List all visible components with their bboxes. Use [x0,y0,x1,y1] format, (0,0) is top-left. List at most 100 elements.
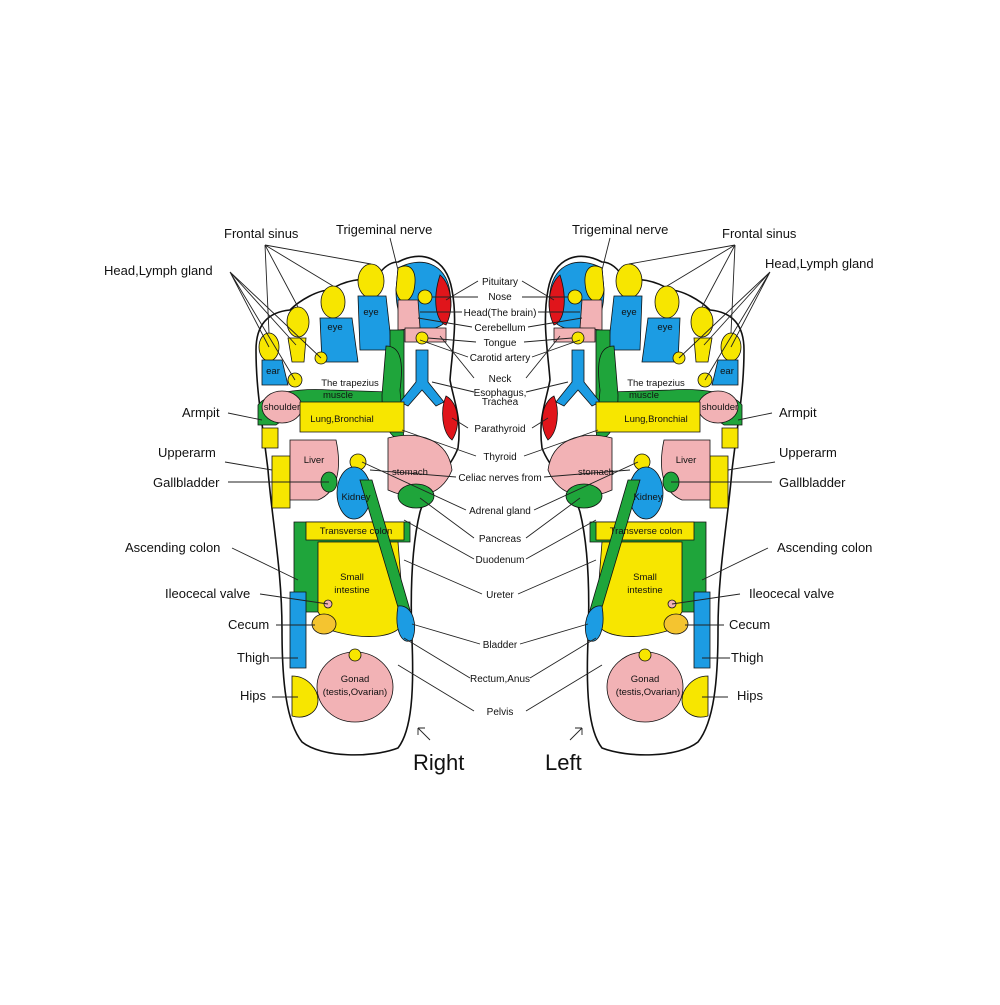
left-bladder-zone [585,605,604,642]
right-parathyroid-zone [442,395,459,441]
left-toe3-sinus [654,285,680,319]
right-cecum-label: Cecum [228,617,269,632]
left-shoulder-label: shoulder [702,402,738,413]
right-armpit-zone [261,427,279,449]
right-trachea-zone [399,349,445,407]
left-parathyroid-zone [541,395,558,441]
left-gonad-node [638,648,652,662]
left-foot [540,255,745,756]
left-frontal-sinus-label: Frontal sinus [722,226,797,241]
left-hips-zone [681,675,709,718]
left-cecum-zone [663,613,689,635]
right-frontal-sinus-label: Frontal sinus [224,226,299,241]
left-small-intestine-label-2: intestine [627,585,662,596]
left-cecum-label: Cecum [729,617,770,632]
right-shoulder-label: shoulder [264,402,300,413]
left-toe4-sinus [690,306,714,338]
left-toe2-sinus [615,263,643,299]
right-nose-zone [417,289,433,305]
right-ear-zone [261,359,289,386]
left-trapezius-label-2: muscle [629,390,659,401]
pelvis-label: Pelvis [487,707,514,718]
left-trapezius-label-1: The trapezius [627,378,685,389]
center-labels: Pituitary Nose Head(The brain) Cerebellu… [458,277,541,718]
esophagus-label: Esophagus, [474,388,527,399]
right-foot [255,255,460,756]
right-cerebellum-zone [397,299,421,331]
right-eye-label-2: eye [363,307,378,318]
carotid-artery-label: Carotid artery [470,353,531,364]
right-ureter-band [359,479,411,615]
left-gonad-label-2: (testis,Ovarian) [616,687,680,698]
left-lung-label: Lung,Bronchial [624,414,687,425]
left-ascending-colon-label: Ascending colon [777,540,872,555]
right-gonad-label-1: Gonad [341,674,370,685]
right-trapezius-label-2: muscle [323,390,353,401]
left-eye-label-2: eye [621,307,636,318]
left-ear-label: ear [720,366,734,377]
left-pituitary-zone [548,274,565,326]
right-toe2-sinus [357,263,385,299]
ureter-label: Ureter [486,590,514,601]
bladder-label: Bladder [483,640,518,651]
left-ear-zone [711,359,739,386]
right-hips-zone [291,675,319,718]
left-thigh-label: Thigh [731,650,764,665]
right-liver-label: Liver [304,455,325,466]
right-kidney-label: Kidney [341,492,370,503]
right-ileocecal-label: Ileocecal valve [165,586,250,601]
outer-labels: Frontal sinus Trigeminal nerve Head,Lymp… [104,222,874,703]
left-zone-labels: eye eye ear The trapezius muscle shoulde… [578,307,738,698]
right-small-intestine-label-2: intestine [334,585,369,596]
right-eye-zone-1 [319,317,359,363]
right-armpit-label: Armpit [182,405,220,420]
right-zone-labels: eye eye ear The trapezius muscle shoulde… [264,307,428,698]
left-nose-zone [567,289,583,305]
left-thigh-zone [693,591,711,669]
right-ascending-colon-label: Ascending colon [125,540,220,555]
right-trigeminal-nerve-label: Trigeminal nerve [336,222,432,237]
left-gallbladder-label: Gallbladder [779,475,846,490]
left-eye-label-1: eye [657,322,672,333]
left-kidney-label: Kidney [633,492,662,503]
adrenal-gland-label: Adrenal gland [469,506,531,517]
left-small-intestine-label-1: Small [633,572,657,583]
right-gallbladder-label: Gallbladder [153,475,220,490]
right-gonad-label-2: (testis,Ovarian) [323,687,387,698]
left-cerebellum-zone [579,299,603,331]
left-gonad-label-1: Gonad [631,674,660,685]
right-hips-label: Hips [240,688,267,703]
head-brain-label: Head(The brain) [464,308,537,319]
left-ureter-band [589,479,641,615]
right-cecum-zone [311,613,337,635]
left-armpit-label: Armpit [779,405,817,420]
right-foot-title: Right [413,750,464,775]
left-trachea-zone [555,349,601,407]
right-gonad-node [348,648,362,662]
left-eye-zone-1 [641,317,681,363]
right-toe3-sinus [320,285,346,319]
neck-label: Neck [489,374,513,385]
right-eye-label-1: eye [327,322,342,333]
left-trigeminal-nerve-label: Trigeminal nerve [572,222,668,237]
parathyroid-label: Parathyroid [474,424,525,435]
left-head-lymph-label: Head,Lymph gland [765,256,874,271]
leader-lines [224,237,776,741]
thyroid-label: Thyroid [483,452,516,463]
left-liver-label: Liver [676,455,697,466]
right-thigh-zone [289,591,307,669]
celiac-nerves-label: Celiac nerves from [458,473,541,484]
right-ear-label: ear [266,366,280,377]
right-lung-zone [299,401,405,433]
right-eye-zone-2 [357,295,393,351]
right-bladder-zone [396,605,415,642]
right-thigh-label: Thigh [237,650,270,665]
right-lung-label: Lung,Bronchial [310,414,373,425]
left-hips-label: Hips [737,688,764,703]
cerebellum-label: Cerebellum [474,323,525,334]
rectum-anus-label: Rectum,Anus [470,674,530,685]
left-armpit-zone [721,427,739,449]
left-trigeminal-zone [584,265,605,302]
right-small-intestine-label-1: Small [340,572,364,583]
